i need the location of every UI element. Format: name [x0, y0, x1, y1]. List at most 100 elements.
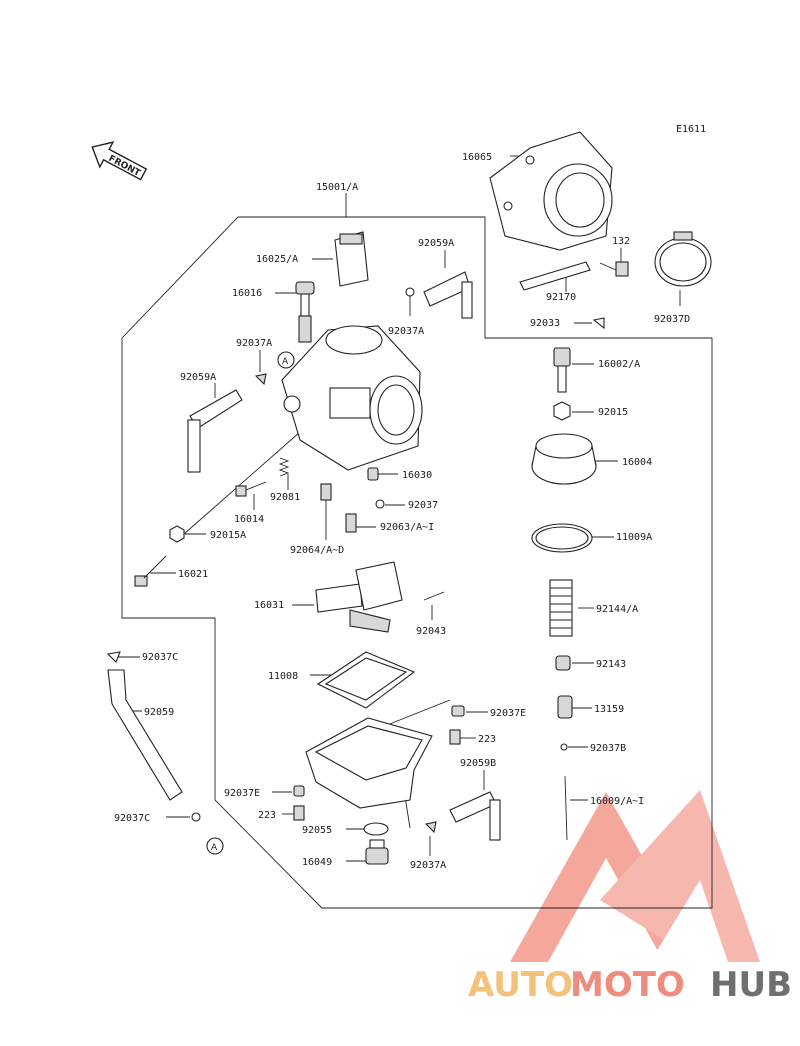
jet-92063 [345, 513, 357, 533]
label-132: 132 [612, 236, 630, 247]
label-92037e-left: 92037E [224, 788, 260, 799]
bolt-132 [599, 261, 629, 277]
label-92037: 92037 [408, 500, 438, 511]
hose-92059a-top [423, 271, 473, 319]
label-92059a-left: 92059A [180, 372, 216, 383]
label-16014: 16014 [234, 514, 264, 525]
clip-92037b [560, 743, 568, 751]
hose-92059a-left [187, 389, 243, 473]
label-15001: 15001/A [316, 182, 358, 193]
cap-16030 [367, 467, 379, 481]
clip-92037a-bottom [424, 821, 437, 834]
label-92015: 92015 [598, 407, 628, 418]
label-92015a: 92015A [210, 530, 246, 541]
label-223-left: 223 [258, 810, 276, 821]
float-16031 [315, 561, 403, 633]
label-223-right: 223 [478, 734, 496, 745]
leader-lines [118, 155, 681, 862]
nut-92015 [553, 401, 571, 421]
label-92059b: 92059B [460, 758, 496, 769]
clip-92033 [592, 317, 605, 330]
label-92055: 92055 [302, 825, 332, 836]
label-16030: 16030 [402, 470, 432, 481]
screw-16002 [553, 347, 571, 393]
o-ring-92055 [363, 822, 389, 836]
label-16021: 16021 [178, 569, 208, 580]
plate-92170 [519, 261, 591, 291]
label-92081: 92081 [270, 492, 300, 503]
part-labels: 16065 15001/A 16025/A 92059A 132 16016 9… [114, 152, 690, 871]
reference-marker-letter: A [282, 357, 289, 367]
clip-92037a-left [254, 373, 267, 386]
holder-16025 [334, 231, 369, 287]
diagram-code: E1611 [676, 124, 706, 135]
reference-marker-bottom: A [206, 837, 224, 855]
label-16065: 16065 [462, 152, 492, 163]
label-92037a-left: 92037A [236, 338, 272, 349]
screw-223-left [293, 805, 305, 821]
label-92059a-top: 92059A [418, 238, 454, 249]
clip-92037e-left [293, 785, 305, 797]
reference-marker: A [277, 351, 295, 369]
label-92037d: 92037D [654, 314, 690, 325]
label-11008: 11008 [268, 671, 298, 682]
label-16009: 16009/A~I [590, 796, 644, 807]
float-bowl [305, 717, 433, 809]
label-92037b: 92037B [590, 743, 626, 754]
pin-92043 [423, 591, 445, 601]
nut-92015a [169, 525, 185, 543]
label-92037a-bottom: 92037A [410, 860, 446, 871]
label-92043: 92043 [416, 626, 446, 637]
label-92033: 92033 [530, 318, 560, 329]
screw-16014 [235, 481, 267, 497]
assembly-outline [121, 216, 713, 909]
label-92144: 92144/A [596, 604, 638, 615]
valve-13159 [557, 695, 573, 719]
watermark-hub: HUB [710, 965, 792, 1005]
label-16002: 16002/A [598, 359, 640, 370]
plug-16049 [365, 839, 389, 865]
label-92063: 92063/A~I [380, 522, 434, 533]
clip-92037c-top [106, 651, 121, 663]
cap-16004 [531, 433, 597, 485]
clip-92037 [375, 499, 385, 509]
label-92037e-right: 92037E [490, 708, 526, 719]
hose-92059 [107, 669, 183, 801]
gasket-11008 [316, 651, 416, 709]
front-arrow-icon: FRONT [91, 141, 148, 181]
intake-pipe-16065 [489, 131, 613, 251]
spring-92081 [278, 457, 290, 477]
clip-92037c-bottom [191, 812, 201, 822]
label-92143: 92143 [596, 659, 626, 670]
jet-92064 [320, 483, 332, 501]
label-92037c-bottom: 92037C [114, 813, 150, 824]
watermark-logo [510, 790, 760, 962]
label-16025: 16025/A [256, 254, 298, 265]
clip-92037e-right [451, 705, 465, 717]
label-16031: 16031 [254, 600, 284, 611]
reference-marker-bottom-letter: A [211, 843, 218, 853]
watermark-moto: MOTO [570, 965, 685, 1005]
needle-16009 [564, 775, 568, 841]
label-16004: 16004 [622, 457, 652, 468]
valve-16016 [295, 281, 315, 343]
label-92059: 92059 [144, 707, 174, 718]
label-11009a: 11009A [616, 532, 652, 543]
carburetor-body [281, 325, 423, 471]
label-92037c-top: 92037C [142, 652, 178, 663]
label-16016: 16016 [232, 288, 262, 299]
bolt-16021 [134, 555, 167, 587]
spring-92144 [549, 579, 573, 637]
label-16049: 16049 [302, 857, 332, 868]
clamp-92037d [654, 231, 712, 287]
o-ring-11009a [531, 523, 593, 553]
hose-92059b [449, 791, 501, 841]
watermark-text: AUTO MOTO HUB [468, 965, 792, 1005]
needle-seat-92143 [555, 655, 571, 671]
clip-92037a-top [405, 287, 415, 297]
watermark-auto: AUTO [468, 965, 573, 1005]
label-92170: 92170 [546, 292, 576, 303]
label-13159: 13159 [594, 704, 624, 715]
label-92037a-top: 92037A [388, 326, 424, 337]
